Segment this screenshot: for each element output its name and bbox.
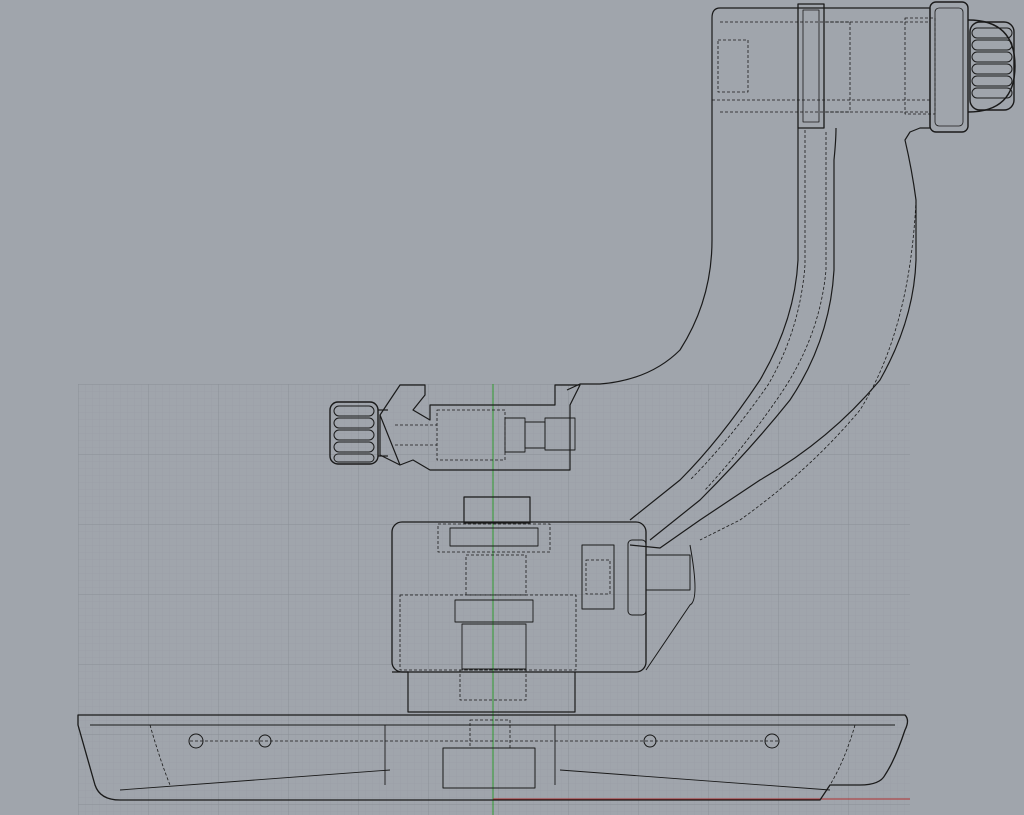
front-knob[interactable] — [329, 401, 388, 465]
construction-grid — [78, 384, 910, 815]
front-clamp[interactable] — [379, 384, 581, 471]
rear-knob[interactable] — [929, 1, 1016, 133]
gimbal-head-wireframe[interactable] — [77, 1, 1016, 801]
quick-release-plate[interactable] — [77, 714, 909, 801]
lower-arm[interactable] — [629, 127, 917, 541]
pan-base[interactable] — [391, 496, 696, 713]
upper-arm[interactable] — [566, 3, 936, 549]
